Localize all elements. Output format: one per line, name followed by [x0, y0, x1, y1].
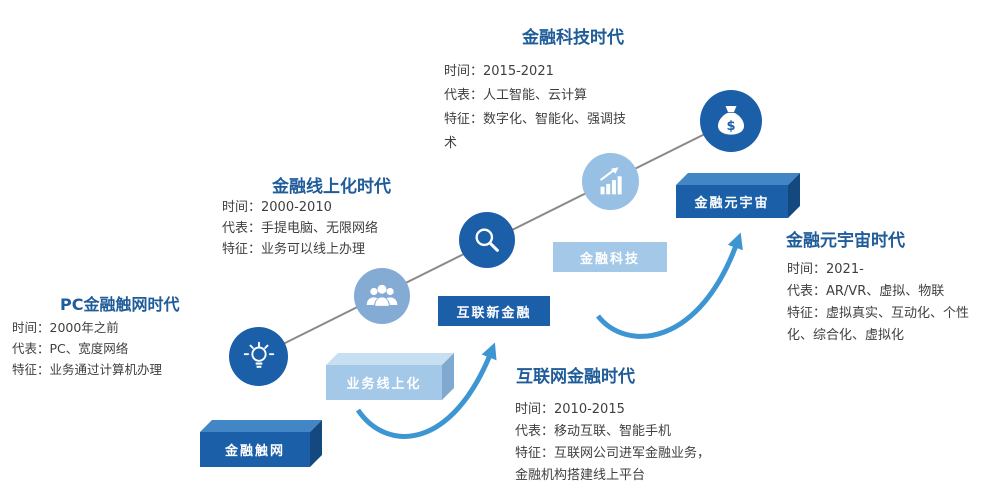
magnifier-icon: [475, 228, 499, 252]
bar-chart-icon: [599, 166, 622, 194]
node-pc: [229, 327, 288, 386]
era-detail-line: 代表：移动互联、智能手机: [515, 424, 672, 439]
node-metaverse: $: [700, 90, 762, 152]
stage-box-label: 业务线上化: [326, 365, 442, 400]
lightbulb-icon: [243, 341, 274, 368]
era-title-metaverse: 金融元宇宙时代: [786, 231, 905, 251]
stage-box-pc: 金融触网: [200, 420, 322, 467]
era-detail-line: 金融机构搭建线上平台: [515, 468, 646, 483]
era-detail-line: 特征：业务通过计算机办理: [12, 362, 163, 377]
era-title-internet: 互联网金融时代: [516, 367, 635, 387]
era-detail-line: 特征：业务可以线上办理: [222, 242, 366, 257]
era-details-metaverse: 时间：2021- 代表：AR/VR、虚拟、物联 特征：虚拟真实、互动化、个性化、…: [787, 259, 977, 347]
era-detail-line: 时间：2015-2021: [444, 64, 554, 79]
people-group-icon: [366, 284, 398, 306]
node-internet: [459, 212, 515, 268]
era-detail-line: 代表：人工智能、云计算: [444, 88, 588, 103]
node-fintech: [582, 153, 639, 210]
svg-text:$: $: [726, 119, 735, 134]
era-title-fintech: 金融科技时代: [522, 28, 624, 48]
curved-arrow-1: [355, 342, 497, 439]
era-details-internet: 时间：2010-2015 代表：移动互联、智能手机 特征：互联网公司进军金融业务…: [515, 399, 735, 487]
stage-box-label: 金融元宇宙: [676, 185, 788, 218]
era-details-pc: 时间：2000年之前 代表：PC、宽度网络 特征：业务通过计算机办理: [12, 317, 242, 380]
era-title-pc: PC金融触网时代: [60, 295, 180, 314]
stage-box-online: 业务线上化: [326, 353, 454, 400]
era-detail-line: 代表：手提电脑、无限网络: [222, 221, 379, 236]
era-detail-line: 时间：2000-2010: [222, 200, 332, 215]
era-detail-line: 时间：2000年之前: [12, 320, 119, 335]
box-top-face: [200, 420, 322, 432]
era-detail-line: 特征：互联网公司进军金融业务，: [515, 446, 711, 461]
era-detail-line: 时间：2010-2015: [515, 402, 625, 417]
era-detail-line: 特征：数字化、智能化、强调技术: [444, 112, 627, 151]
era-detail-line: 特征：虚拟真实、互动化、个性化、综合化、虚拟化: [787, 306, 970, 343]
stage-box-internet: 互联新金融: [438, 296, 550, 326]
money-bag-icon: $: [718, 106, 744, 135]
era-detail-line: 代表：PC、宽度网络: [12, 341, 129, 356]
era-details-online: 时间：2000-2010 代表：手提电脑、无限网络 特征：业务可以线上办理: [222, 197, 452, 260]
box-top-face: [676, 173, 800, 185]
era-title-online: 金融线上化时代: [272, 177, 391, 197]
stage-box-fintech: 金融科技: [553, 242, 667, 272]
node-online: [354, 268, 410, 324]
stage-box-label: 金融触网: [200, 432, 310, 467]
stage-box-metaverse: 金融元宇宙: [676, 173, 800, 218]
era-detail-line: 代表：AR/VR、虚拟、物联: [787, 284, 945, 299]
box-top-face: [326, 353, 454, 365]
era-detail-line: 时间：2021-: [787, 262, 864, 277]
era-details-fintech: 时间：2015-2021 代表：人工智能、云计算 特征：数字化、智能化、强调技术: [444, 60, 634, 156]
curved-arrow-2: [596, 232, 743, 339]
